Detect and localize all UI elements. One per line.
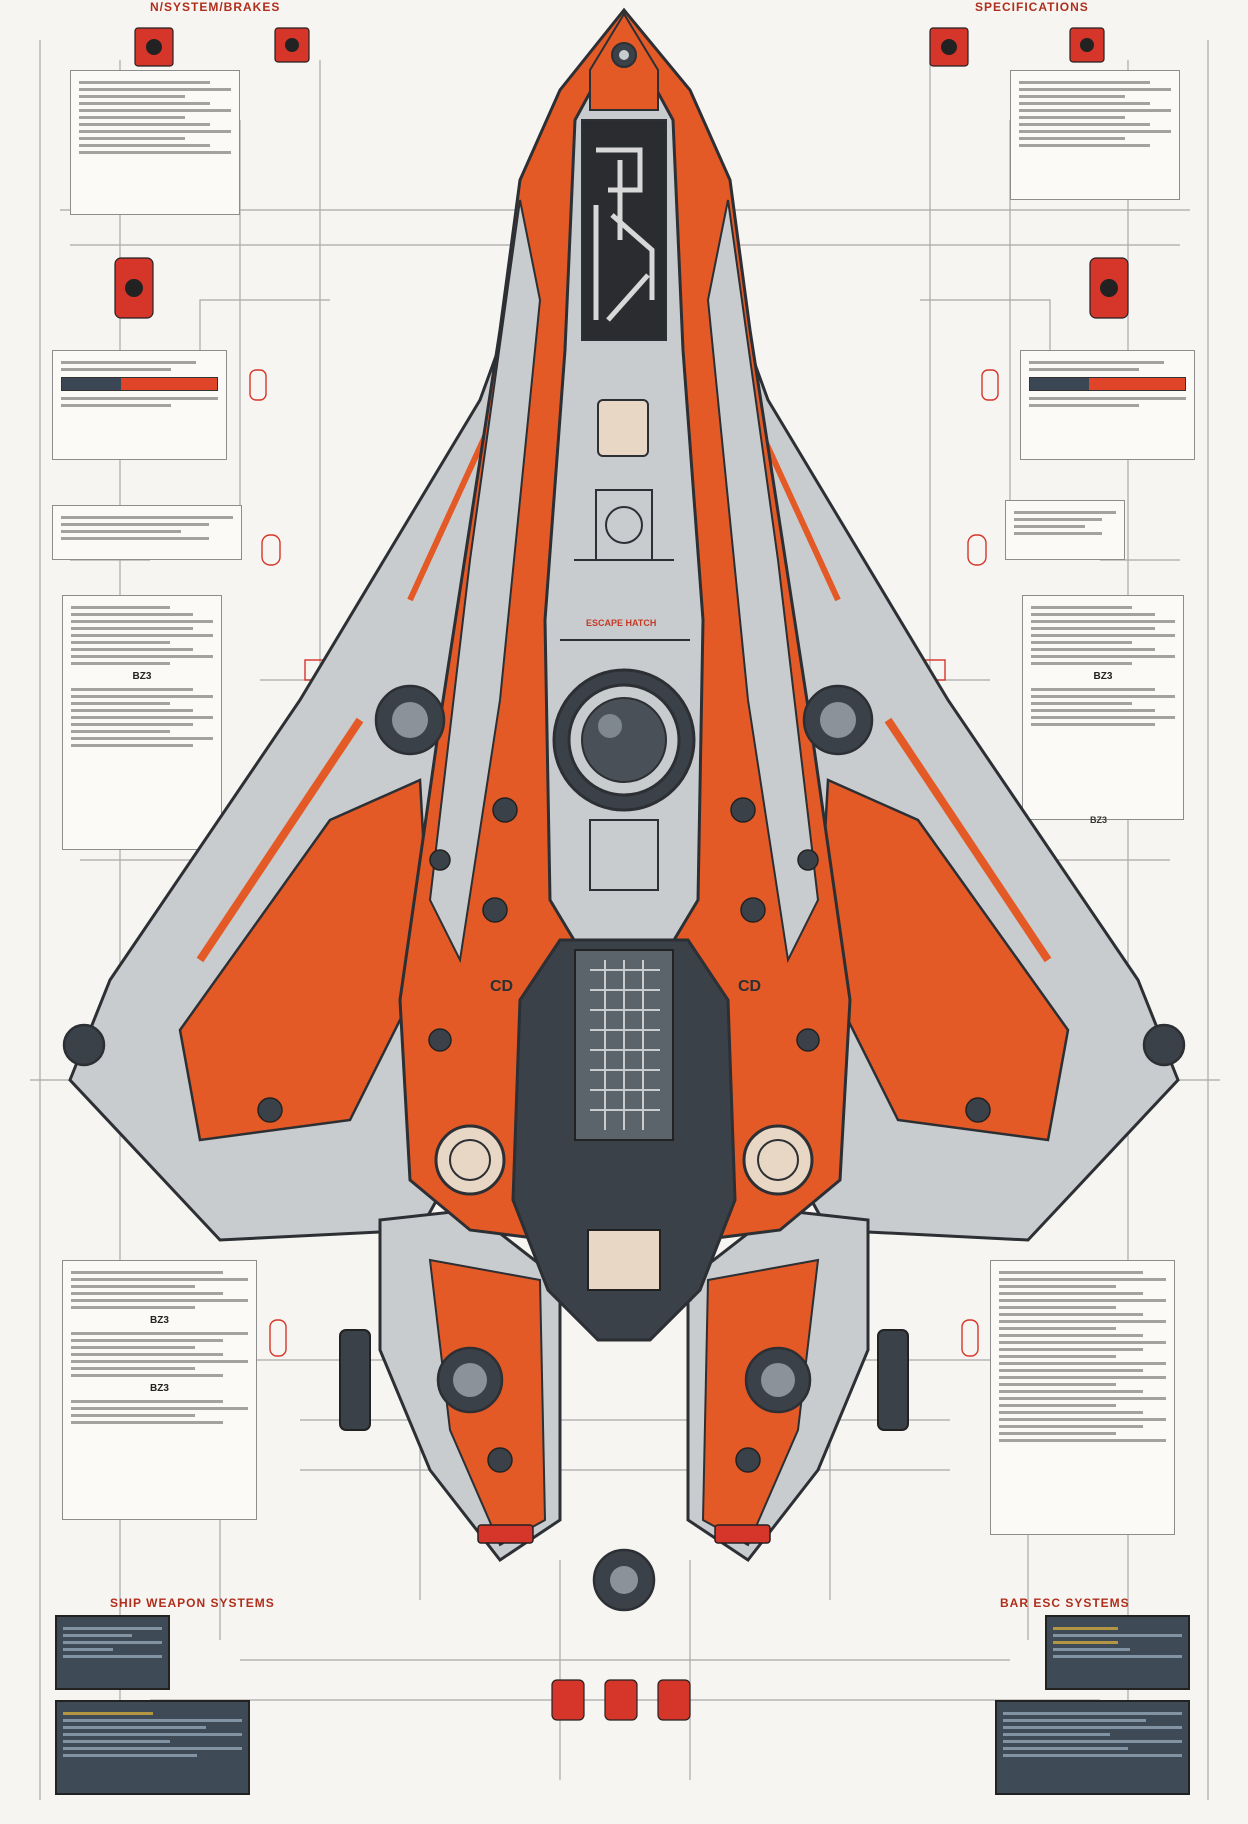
footer-right-title: BAR ESC SYSTEMS [1000, 1596, 1130, 1610]
panel-code-left-1: BZ3 [132, 671, 152, 682]
spec-panel-right-top [1010, 70, 1180, 200]
footer-left-title: SHIP WEAPON SYSTEMS [110, 1596, 275, 1610]
display-screen-right-2 [995, 1700, 1190, 1795]
header-right-title: SPECIFICATIONS [975, 0, 1089, 14]
note-panel-right [1005, 500, 1125, 560]
panel-code-left-3: BZ3 [150, 1383, 169, 1394]
display-screen-right-1 [1045, 1615, 1190, 1690]
panel-code-left-2: BZ3 [150, 1315, 169, 1326]
spec-panel-left-mid: BZ3 [62, 595, 222, 850]
display-screen-left-2 [55, 1700, 250, 1795]
spec-panel-right-mid: BZ3 [1022, 595, 1184, 820]
panel-code-right-2: BZ3 [1090, 815, 1108, 825]
panel-code-right-1: BZ3 [1093, 671, 1113, 682]
status-bar-right [1029, 377, 1186, 391]
hull-code-left: CD [490, 978, 514, 995]
spec-panel-right-bottom [990, 1260, 1175, 1535]
display-screen-left-1 [55, 1615, 170, 1690]
spec-panel-left-top [70, 70, 240, 215]
gauge-panel-left [52, 350, 227, 460]
note-panel-left [52, 505, 242, 560]
hull-code-right: CD [738, 978, 762, 995]
hull-marking: ESCAPE HATCH [586, 618, 657, 628]
gauge-panel-right [1020, 350, 1195, 460]
status-bar-left [61, 377, 218, 391]
spec-panel-left-bottom: BZ3 BZ3 [62, 1260, 257, 1520]
header-left-title: N/SYSTEM/BRAKES [150, 0, 281, 14]
